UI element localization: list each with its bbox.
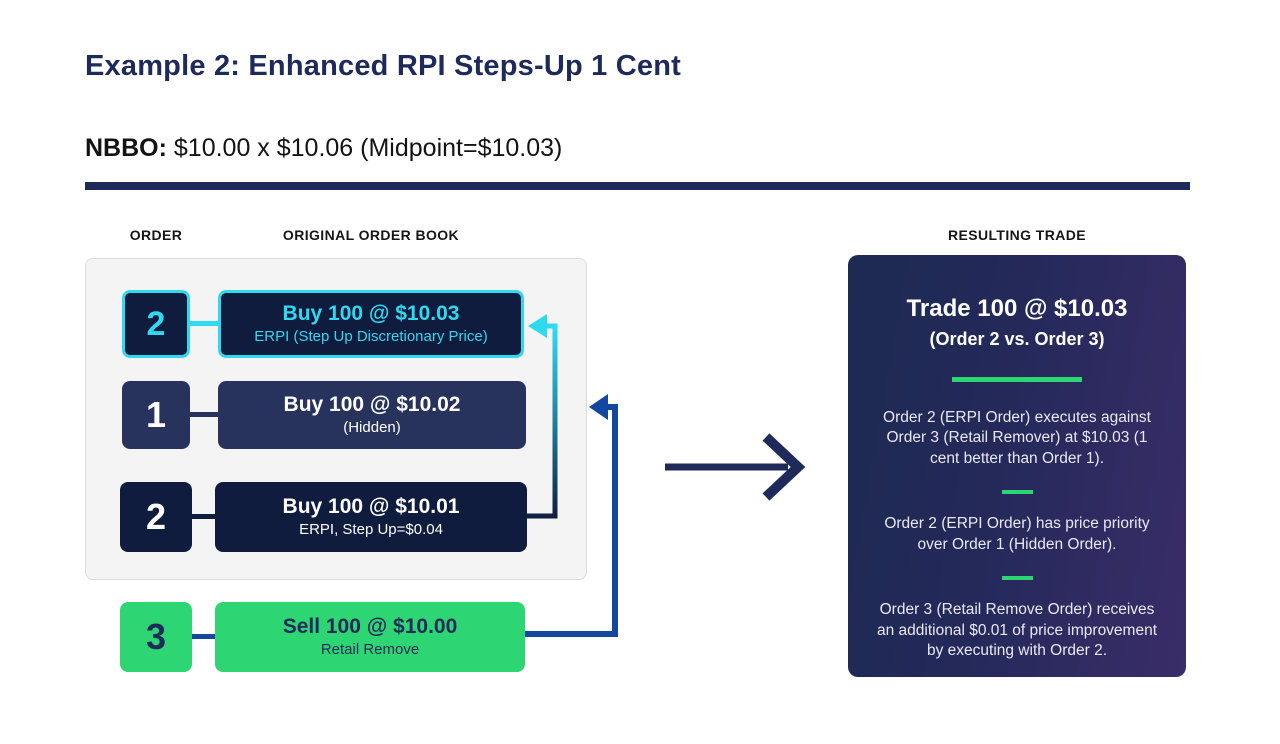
- order-column-label: ORDER: [129, 227, 183, 243]
- page-title: Example 2: Enhanced RPI Steps-Up 1 Cent: [85, 50, 681, 82]
- order-number: 2: [145, 496, 167, 537]
- order-detail: (Hidden): [343, 418, 401, 436]
- order-number: 1: [145, 394, 167, 435]
- nbbo-label: NBBO:: [85, 134, 167, 162]
- trade-point: Order 2 (ERPI Order) has price priority …: [884, 515, 1150, 553]
- trade-point: Order 3 (Retail Remove Order) receives a…: [876, 601, 1158, 660]
- connector-line: [192, 634, 215, 639]
- order-price: Buy 100 @ $10.03: [282, 301, 460, 325]
- trade-title: Trade 100 @ $10.03: [906, 295, 1128, 322]
- order-price: Buy 100 @ $10.02: [283, 392, 461, 416]
- resulting-trade-panel: Trade 100 @ $10.03 (Order 2 vs. Order 3)…: [848, 255, 1186, 677]
- trade-subtitle: (Order 2 vs. Order 3): [929, 329, 1105, 349]
- order-number: 3: [145, 616, 167, 657]
- order-row-erpi-step-up: Buy 100 @ $10.03 ERPI (Step Up Discretio…: [218, 290, 524, 358]
- trade-point: Order 2 (ERPI Order) executes against Or…: [883, 409, 1151, 467]
- connector-line: [190, 321, 218, 326]
- order-row-sell-retail: Sell 100 @ $10.00 Retail Remove: [215, 602, 525, 672]
- order-detail: ERPI, Step Up=$0.04: [299, 520, 443, 538]
- green-divider-large: [952, 377, 1082, 382]
- order-price: Buy 100 @ $10.01: [282, 494, 460, 518]
- order-detail: ERPI (Step Up Discretionary Price): [254, 327, 488, 345]
- order-number-badge: 3: [120, 602, 192, 672]
- order-number: 2: [146, 304, 166, 343]
- nbbo-value: $10.00 x $10.06 (Midpoint=$10.03): [166, 134, 563, 162]
- green-divider-small: [1001, 576, 1033, 581]
- resulting-trade-column-label: RESULTING TRADE: [948, 227, 1086, 243]
- result-arrow-icon: [665, 433, 806, 501]
- divider-rule: [85, 182, 1190, 190]
- order-row-hidden: Buy 100 @ $10.02 (Hidden): [218, 381, 526, 449]
- green-divider-small: [1001, 490, 1033, 495]
- order-number-badge: 2: [120, 482, 192, 552]
- order-number-badge: 2: [122, 290, 190, 358]
- order-number-badge: 1: [122, 381, 190, 449]
- nbbo-line: NBBO: $10.00 x $10.06 (Midpoint=$10.03): [85, 134, 562, 163]
- order-row-erpi-resting: Buy 100 @ $10.01 ERPI, Step Up=$0.04: [215, 482, 527, 552]
- connector-line: [192, 514, 215, 519]
- connector-line: [190, 412, 218, 417]
- order-book-column-label: ORIGINAL ORDER BOOK: [282, 227, 460, 243]
- order-detail: Retail Remove: [320, 640, 420, 658]
- order-price: Sell 100 @ $10.00: [282, 614, 458, 638]
